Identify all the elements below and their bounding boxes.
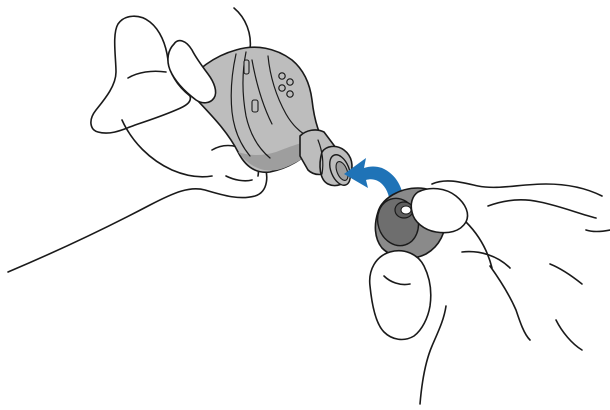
left-thumb [167, 39, 217, 104]
earbud-icon [183, 46, 353, 187]
left-hand [7, 7, 268, 273]
right-fingers [368, 187, 493, 341]
curved-arrow-icon [344, 158, 404, 208]
